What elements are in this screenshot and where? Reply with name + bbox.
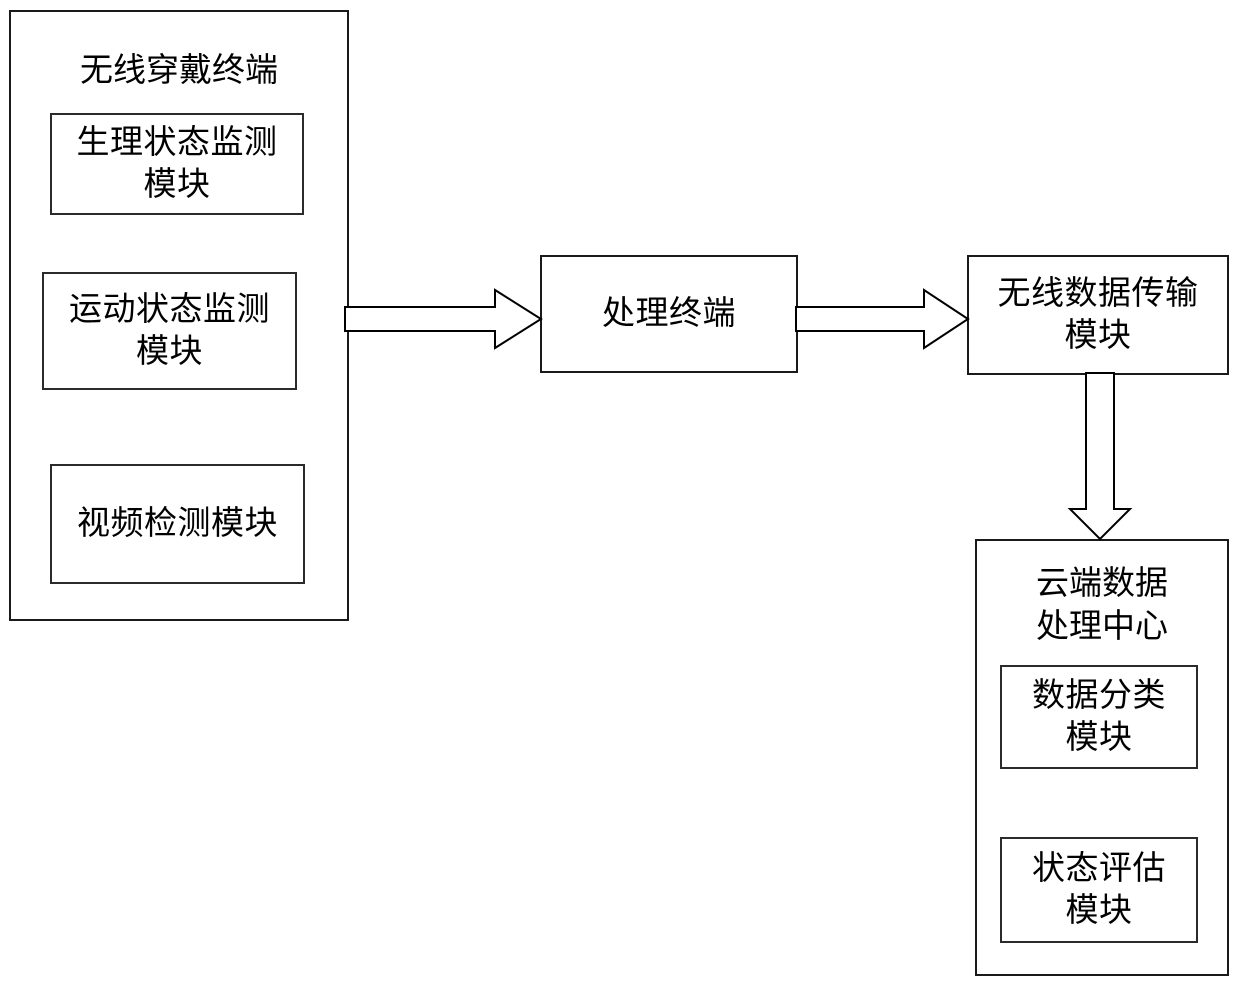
node-processing-terminal[interactable]: 处理终端 — [540, 255, 798, 373]
node-status-assessment-module[interactable]: 状态评估 模块 — [1000, 837, 1198, 943]
wireless-transmission-label: 无线数据传输 模块 — [997, 275, 1199, 354]
physiological-module-label: 生理状态监测 模块 — [76, 124, 278, 203]
node-wearable-terminal[interactable]: 无线穿戴终端 生理状态监测 模块 运动状态监测 模块 视频检测模块 — [9, 10, 349, 621]
arrow-processing-to-wireless — [795, 288, 970, 350]
motion-module-label: 运动状态监测 模块 — [69, 291, 270, 370]
arrow-wearable-to-processing — [344, 288, 543, 350]
processing-terminal-label: 处理终端 — [602, 295, 736, 332]
wearable-terminal-title: 无线穿戴终端 — [80, 53, 278, 89]
node-data-classification-module[interactable]: 数据分类 模块 — [1000, 665, 1198, 769]
node-cloud-data-center[interactable]: 云端数据 处理中心 数据分类 模块 状态评估 模块 — [975, 539, 1229, 976]
arrow-wireless-to-cloud — [1067, 372, 1133, 541]
node-physiological-monitoring-module[interactable]: 生理状态监测 模块 — [50, 113, 304, 215]
node-wireless-transmission-module[interactable]: 无线数据传输 模块 — [967, 255, 1229, 375]
node-video-detection-module[interactable]: 视频检测模块 — [50, 464, 305, 584]
data-classification-label: 数据分类 模块 — [1032, 677, 1166, 756]
status-assessment-label: 状态评估 模块 — [1032, 850, 1166, 929]
node-motion-monitoring-module[interactable]: 运动状态监测 模块 — [42, 272, 297, 390]
video-module-label: 视频检测模块 — [77, 505, 278, 542]
cloud-center-title: 云端数据 处理中心 — [1036, 566, 1168, 645]
